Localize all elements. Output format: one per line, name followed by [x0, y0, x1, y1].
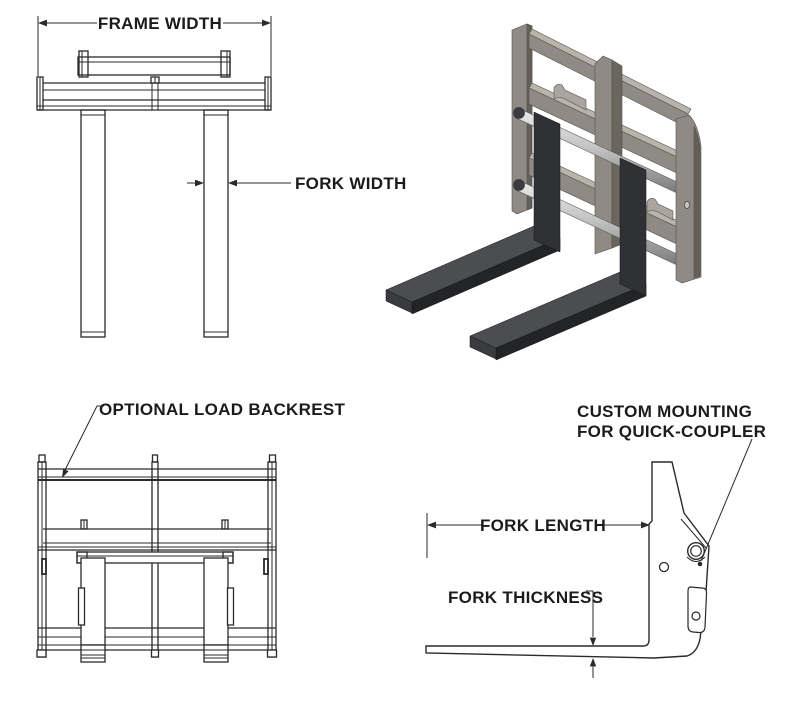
hook-latch-right: [226, 587, 235, 626]
fork-thickness-label: FORK THICKNESS: [448, 588, 603, 607]
fork-length-label: FORK LENGTH: [480, 516, 606, 535]
side-view-drawing: CUSTOM MOUNTING FOR QUICK-COUPLER FORK L…: [425, 402, 766, 678]
side-clip-left: [41, 558, 47, 575]
frame-width-label: FRAME WIDTH: [98, 14, 222, 33]
rear-view-drawing: OPTIONAL LOAD BACKREST: [36, 400, 345, 663]
fork-thickness-dimension: FORK THICKNESS: [448, 588, 603, 678]
backrest-leader: [62, 405, 104, 478]
side-clip-right: [263, 558, 269, 575]
fork-length-dimension: FORK LENGTH: [426, 513, 650, 558]
bracket-hole: [691, 611, 701, 621]
fork-shank-left: [80, 109, 106, 338]
hook-latch-left: [77, 587, 86, 626]
front-view-drawing: FRAME WIDTH: [36, 14, 407, 338]
frame-width-dimension: FRAME WIDTH: [37, 14, 272, 76]
coupler-bracket: [687, 586, 708, 634]
coupler-pin-hole-inner: [690, 545, 702, 557]
optional-load-backrest-label: OPTIONAL LOAD BACKREST: [99, 400, 345, 419]
shank-hole: [658, 561, 670, 573]
isometric-3d-view: [385, 23, 702, 361]
custom-mounting-label-line1: CUSTOM MOUNTING: [577, 402, 752, 421]
fork-right-3d: [469, 157, 647, 361]
backrest-bar: [77, 56, 231, 76]
fork-hook-lower: [646, 198, 674, 221]
fork-hook-upper: [553, 84, 587, 111]
backrest-end-tab-left: [78, 50, 89, 78]
fork-shank-right: [203, 109, 229, 338]
backrest-end-tab-right: [220, 50, 231, 78]
coupler-leader: [697, 438, 753, 567]
fork-side-profile: [425, 461, 710, 659]
fork-left-3d: [385, 111, 561, 315]
custom-mounting-label-line2: FOR QUICK-COUPLER: [577, 422, 766, 441]
fork-width-label: FORK WIDTH: [295, 174, 407, 193]
fork-width-dimension: FORK WIDTH: [187, 174, 407, 193]
rear-fork-shank-right: [203, 557, 229, 646]
plate-hole: [684, 200, 691, 209]
